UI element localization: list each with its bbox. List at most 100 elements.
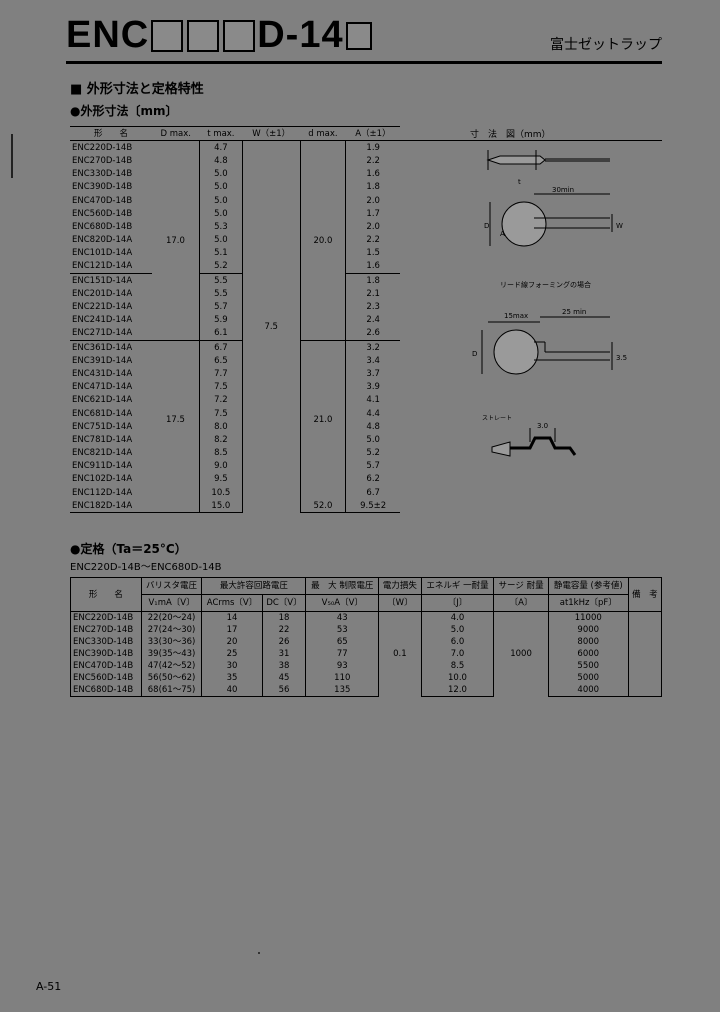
formed-view [481, 316, 613, 375]
row-model-name: ENC391D-14A [72, 355, 133, 366]
margin-mark [11, 134, 13, 178]
row-model-name: ENC680D-14B [70, 684, 142, 697]
col-energy: エネルギ 一耐量 [420, 577, 495, 595]
dimension-table-header: 形 名 D max. t max. W（±1） d max. A（±1） [70, 125, 400, 142]
top-view [486, 150, 610, 170]
row-a: 1.8 [345, 273, 400, 288]
row-tmax: 7.2 [199, 393, 243, 407]
col-remark: 備 考 [627, 577, 663, 612]
row-dc: 26 [261, 636, 307, 648]
placeholder-box [345, 21, 372, 50]
speck [258, 952, 260, 954]
row-cap: 5000 [547, 672, 629, 684]
group1-dmax: 17.0 [152, 140, 200, 341]
row-a: 6.2 [366, 474, 380, 485]
row-clamp: 77 [305, 648, 380, 660]
dim-15max: 15max [504, 312, 528, 320]
page-number: A-51 [36, 980, 62, 993]
row-tmax: 5.7 [199, 300, 243, 314]
label-D: D [484, 222, 489, 230]
row-model-name: ENC751D-14A [72, 421, 133, 432]
row-model-name: ENC151D-14A [70, 273, 152, 288]
row-a: 5.0 [366, 434, 380, 445]
row-energy: 10.0 [420, 672, 495, 684]
rating-subheading: ●定格（Ta＝25°C） [70, 542, 187, 556]
row-a: 2.2 [366, 235, 380, 246]
row-model-name: ENC330D-14B [72, 169, 133, 180]
row-model-name: ENC821D-14A [72, 448, 133, 459]
dimension-subheading: ●外形寸法〔mm〕 [70, 104, 178, 118]
unit-dc: DC〔V〕 [261, 594, 307, 612]
row-remark [627, 636, 663, 648]
row-a: 9.5±2 [345, 499, 400, 514]
row-a: 1.5 [366, 248, 380, 259]
table-row: ENC470D-14B 5.0 2.0 [70, 193, 400, 208]
row-model-name: ENC680D-14B [72, 221, 133, 232]
row-tmax: 5.0 [199, 193, 243, 208]
row-tmax: 6.5 [199, 354, 243, 368]
section-heading: ■ 外形寸法と定格特性 [70, 82, 204, 97]
row-dc: 56 [261, 684, 307, 697]
row-dc: 38 [261, 660, 307, 672]
row-a: 3.9 [366, 382, 380, 393]
label-A: A [500, 230, 505, 238]
row-cap: 5500 [547, 660, 629, 672]
dim-25min: 25 min [562, 308, 586, 316]
row-tmax: 9.0 [199, 459, 243, 473]
row-model-name: ENC390D-14B [72, 182, 133, 193]
row-model-name: ENC182D-14A [70, 499, 152, 514]
row-a: 2.0 [366, 195, 380, 206]
maker-name: 富士ゼットラップ [550, 37, 662, 53]
row-clamp: 53 [305, 624, 380, 636]
row-varistor: 22(20～24) [140, 611, 203, 624]
dim-30min: 30min [552, 186, 574, 194]
col-tmax: t max. [199, 125, 243, 142]
row-model-name: ENC621D-14A [72, 395, 133, 406]
row-model-name: ENC221D-14A [72, 302, 133, 313]
row-ac: 14 [201, 611, 263, 624]
row-model-name: ENC270D-14B [70, 624, 142, 636]
dimension-table: 形 名 D max. t max. W（±1） d max. A（±1） ENC… [70, 125, 400, 514]
front-view [489, 193, 613, 247]
row-cap: 4000 [547, 684, 629, 697]
row-model-name: ENC470D-14B [72, 195, 133, 206]
row-model-name: ENC102D-14A [72, 474, 133, 485]
row-model-name: ENC431D-14A [72, 368, 133, 379]
unit-ac: ACrms〔V〕 [201, 594, 263, 612]
unit-energy: 〔J〕 [420, 594, 495, 612]
row-tmax: 4.8 [199, 154, 243, 168]
row-energy: 6.0 [420, 636, 495, 648]
row-a: 2.0 [366, 221, 380, 232]
row-tmax: 8.5 [199, 446, 243, 460]
straight-label: ストレート [482, 415, 512, 422]
row-a: 1.8 [366, 182, 380, 193]
row-tmax: 9.5 [199, 472, 243, 487]
col-dwire: d max. [300, 125, 346, 142]
row-a: 1.6 [366, 169, 380, 180]
row-a: 6.7 [366, 487, 380, 498]
drawing-heading: 寸 法 図（mm） [470, 130, 551, 140]
unit-varistor: V₁mA〔V〕 [140, 594, 203, 612]
col-cap: 静電容量 (参考値) [547, 577, 629, 595]
row-tmax: 5.9 [199, 313, 243, 327]
row-tmax: 5.1 [199, 246, 243, 260]
placeholder-box [151, 19, 184, 52]
